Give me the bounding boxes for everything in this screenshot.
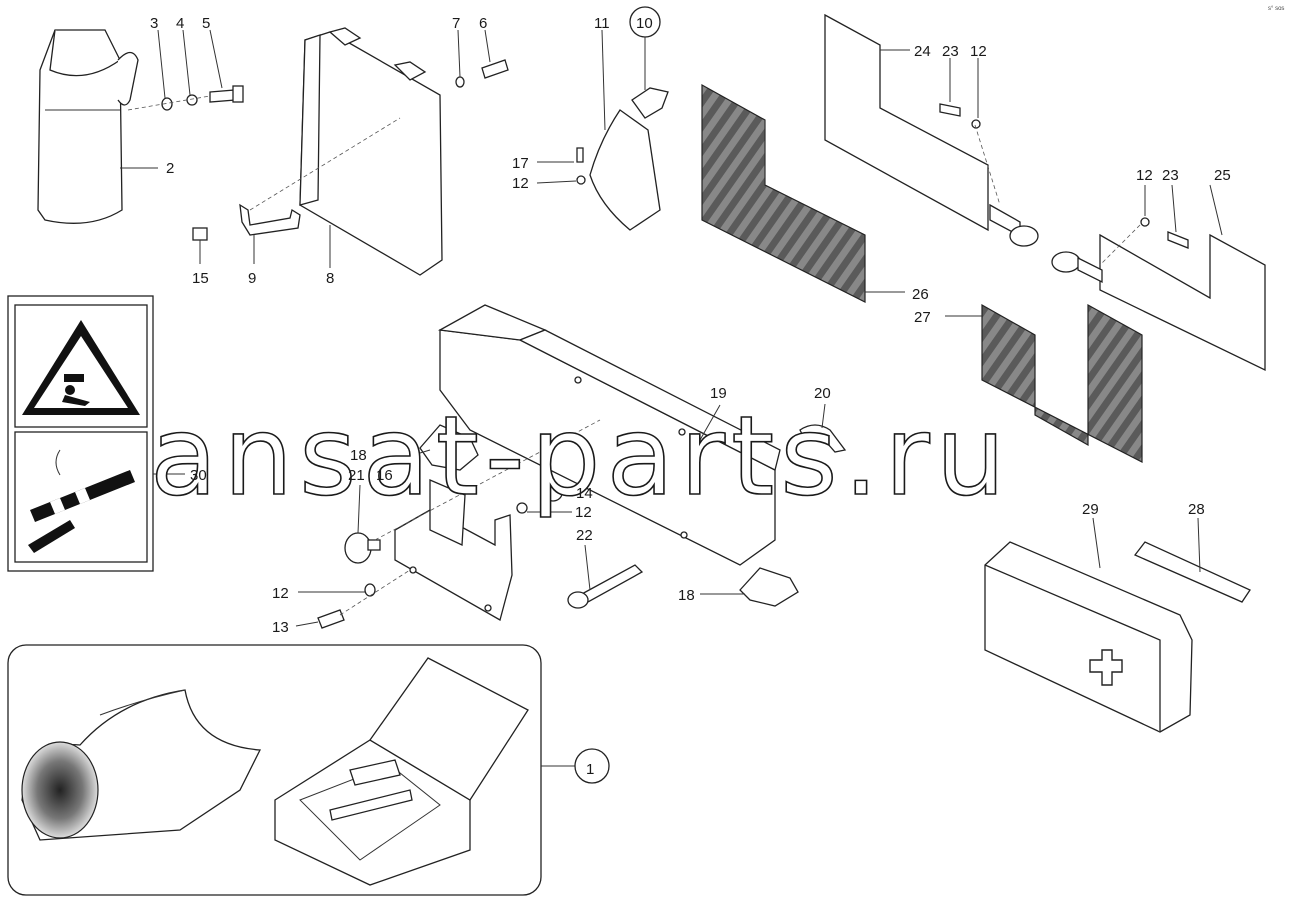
callout-label: 17 <box>512 155 529 172</box>
callout-label: 6 <box>479 15 487 32</box>
callout-label: 26 <box>912 286 929 303</box>
callout-label: 8 <box>326 270 334 287</box>
callout-label: 27 <box>914 309 931 326</box>
callout-label: 29 <box>1082 501 1099 518</box>
knob <box>344 484 381 564</box>
strap <box>1133 517 1251 603</box>
callout-label: 30 <box>190 467 207 484</box>
callout-label: 13 <box>272 619 289 636</box>
callout-label: 21 <box>348 467 365 484</box>
callout-label: 14 <box>576 485 593 502</box>
mounting-frame <box>437 304 781 566</box>
callout-label: 3 <box>150 15 158 32</box>
washer-bolt-set-case <box>455 29 509 88</box>
callout-label: 22 <box>576 527 593 544</box>
callout-label: 12 <box>512 175 529 192</box>
reflector-plate-lower <box>1051 184 1266 372</box>
callout-label: 23 <box>942 43 959 60</box>
callout-label: 12 <box>575 504 592 521</box>
washer-bolt-set-extinguisher <box>127 29 244 111</box>
callout-label: 11 <box>594 15 610 32</box>
callout-labels: 1 2 3 4 5 6 7 8 9 10 11 12 12 12 12 12 1… <box>150 15 1231 778</box>
striped-warning-plate <box>701 83 905 303</box>
fire-extinguisher <box>37 29 158 224</box>
watermark: ansat-parts.ru <box>150 392 1011 520</box>
callout-label: 9 <box>248 270 256 287</box>
callout-label: 20 <box>814 385 831 402</box>
callout-label: 7 <box>452 15 460 32</box>
callout-label: 15 <box>192 270 209 287</box>
striped-warning-plate-folded <box>945 303 1143 463</box>
toolkit-group <box>7 644 610 896</box>
clamp-plate-upper <box>372 424 479 471</box>
hitch-pin <box>567 544 644 609</box>
callout-label: 5 <box>202 15 210 32</box>
callout-label: 18 <box>350 447 367 464</box>
clamp-plate-lower <box>700 567 799 607</box>
callout-label: 23 <box>1162 167 1179 184</box>
callout-label: 10 <box>636 15 653 32</box>
reflector-plate-upper <box>824 13 1039 247</box>
callout-label: 12 <box>970 43 987 60</box>
callout-label: 4 <box>176 15 184 32</box>
callout-label: 28 <box>1188 501 1205 518</box>
warning-sticker <box>7 295 185 572</box>
corner-code: s° sos <box>1268 6 1284 12</box>
callout-label: 18 <box>678 587 695 604</box>
callout-label: 16 <box>376 467 393 484</box>
callout-label: 24 <box>914 43 931 60</box>
storage-case <box>299 27 443 276</box>
r-clip <box>799 403 847 453</box>
callout-label: 12 <box>1136 167 1153 184</box>
callout-label: 19 <box>710 385 727 402</box>
hardware-frame <box>295 419 601 629</box>
bracket-and-clip <box>192 117 401 264</box>
callout-label: 1 <box>586 761 594 778</box>
callout-label: 12 <box>272 585 289 602</box>
callout-label: 25 <box>1214 167 1231 184</box>
callout-label: 2 <box>166 160 174 177</box>
locking-pin-with-lanyard <box>536 6 669 231</box>
first-aid-kit <box>984 517 1193 733</box>
